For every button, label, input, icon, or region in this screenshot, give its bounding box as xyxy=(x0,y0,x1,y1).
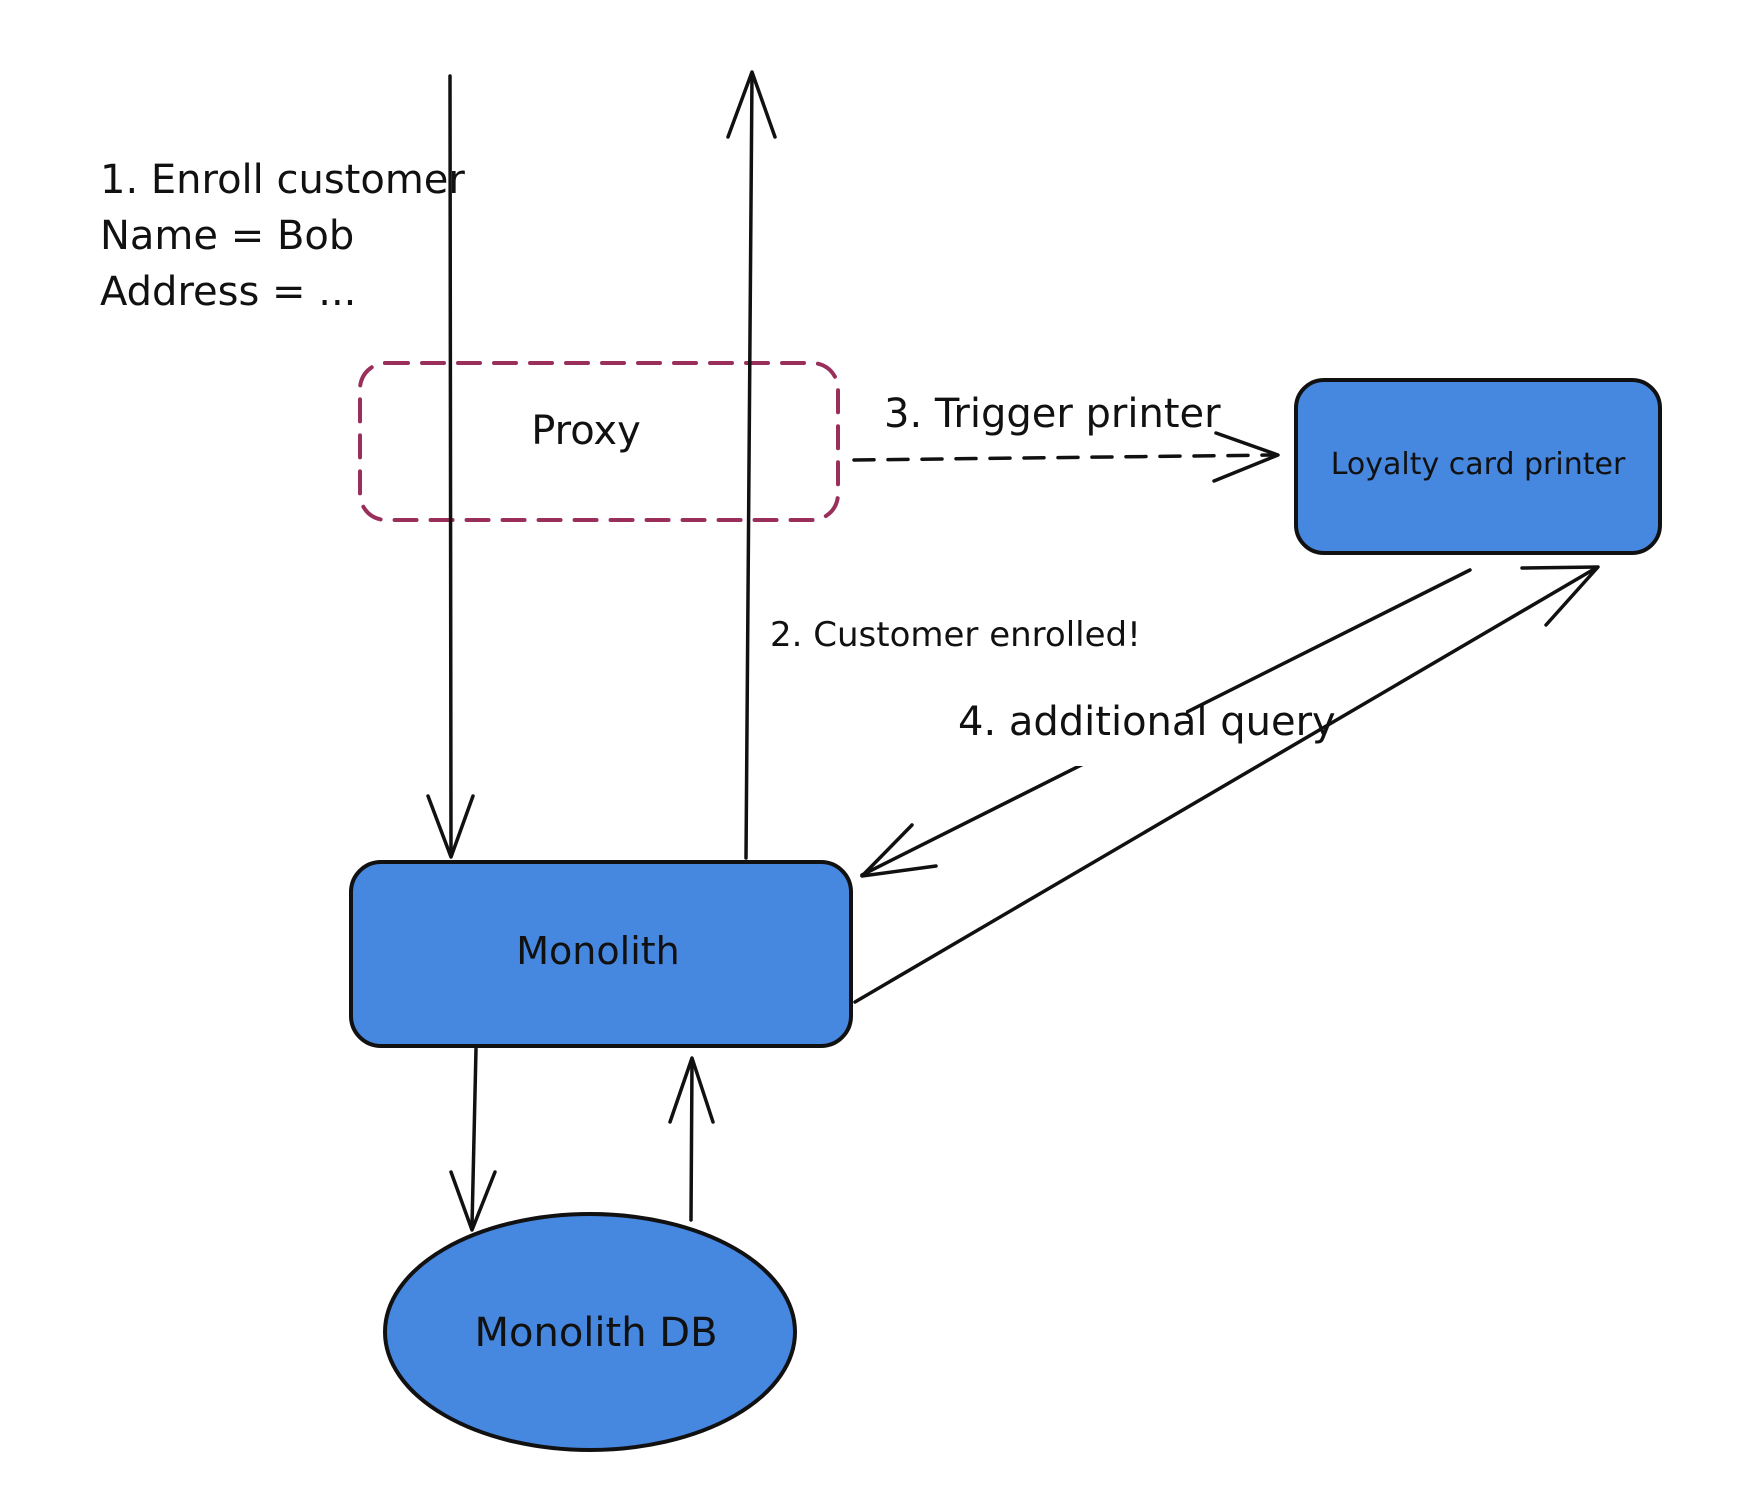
request-note-line-3: Address = ... xyxy=(100,269,356,315)
trigger-printer-arrow xyxy=(852,431,1280,483)
db-to-monolith-arrow xyxy=(668,1056,715,1222)
monolith-to-printer-arrow xyxy=(853,565,1600,1004)
proxy-node: Proxy xyxy=(358,361,840,522)
enroll-response-arrow xyxy=(726,70,777,860)
monolith-db-shape xyxy=(383,1212,797,1452)
customer-enrolled-label: 2. Customer enrolled! xyxy=(770,615,1141,655)
monolith-node: Monolith xyxy=(349,860,853,1048)
loyalty-printer-shape xyxy=(1294,378,1662,555)
request-note-line-2: Name = Bob xyxy=(100,213,354,259)
loyalty-printer-node: Loyalty card printer xyxy=(1294,378,1662,555)
proxy-label: Proxy xyxy=(531,408,641,454)
monolith-label: Monolith xyxy=(516,929,679,973)
request-note: 1. Enroll customer Name = Bob Address = … xyxy=(100,157,465,315)
proxy-shape xyxy=(358,361,840,522)
monolith-db-label: Monolith DB xyxy=(474,1310,717,1356)
additional-query-label-background xyxy=(950,690,1186,766)
monolith-to-db-arrow xyxy=(449,1047,497,1232)
enroll-request-arrow xyxy=(426,74,475,859)
trigger-printer-label: 3. Trigger printer xyxy=(884,391,1221,437)
loyalty-printer-label: Loyalty card printer xyxy=(1331,447,1626,482)
request-note-line-1: 1. Enroll customer xyxy=(100,157,465,203)
monolith-shape xyxy=(349,860,853,1048)
additional-query-label: 4. additional query xyxy=(958,699,1336,745)
monolith-db-node: Monolith DB xyxy=(383,1212,797,1452)
